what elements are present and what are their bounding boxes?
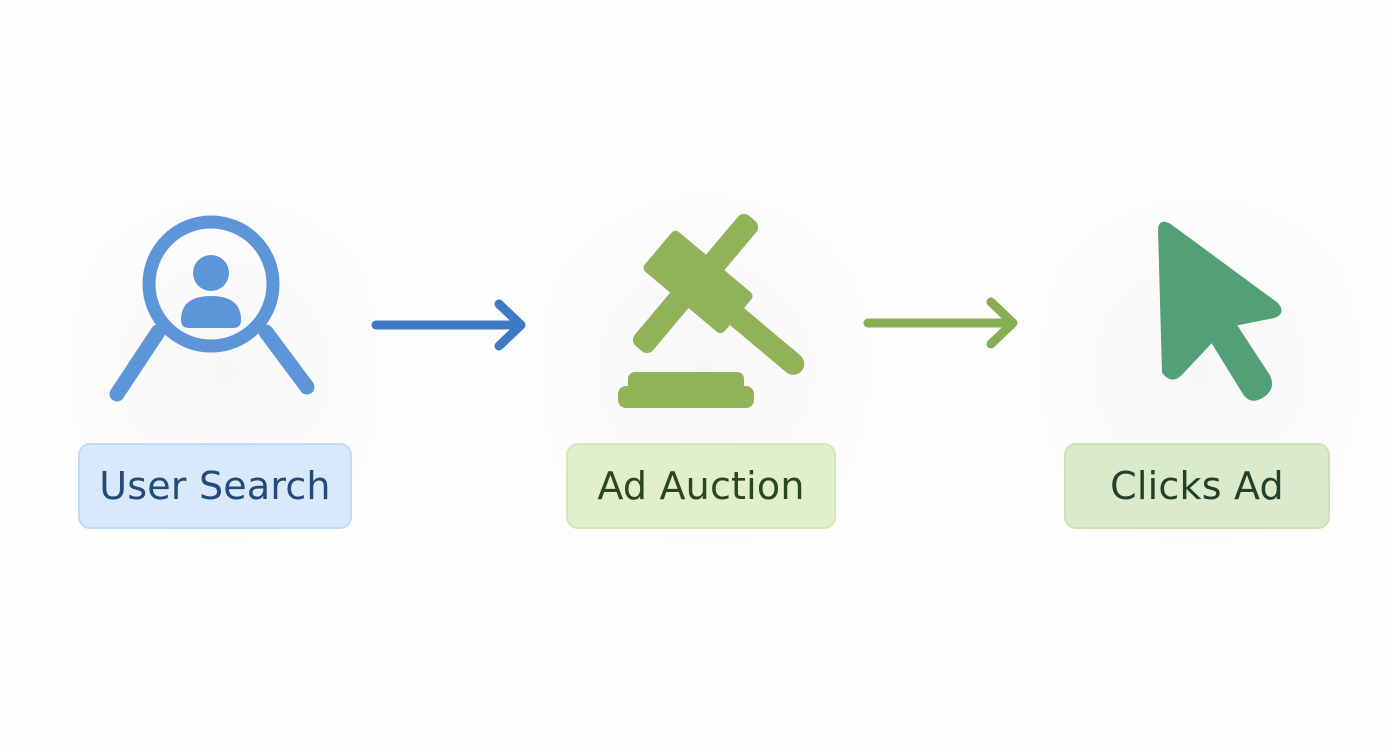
step-label-user-search: User Search [78,443,352,529]
step-label-clicks-ad: Clicks Ad [1064,443,1330,529]
gavel-icon [612,204,818,412]
arrow-right-icon [368,298,532,352]
step-label-ad-auction: Ad Auction [566,443,836,529]
arrow-right-icon [860,296,1024,350]
user-search-icon [104,214,320,404]
cursor-pointer-icon [1150,218,1290,406]
